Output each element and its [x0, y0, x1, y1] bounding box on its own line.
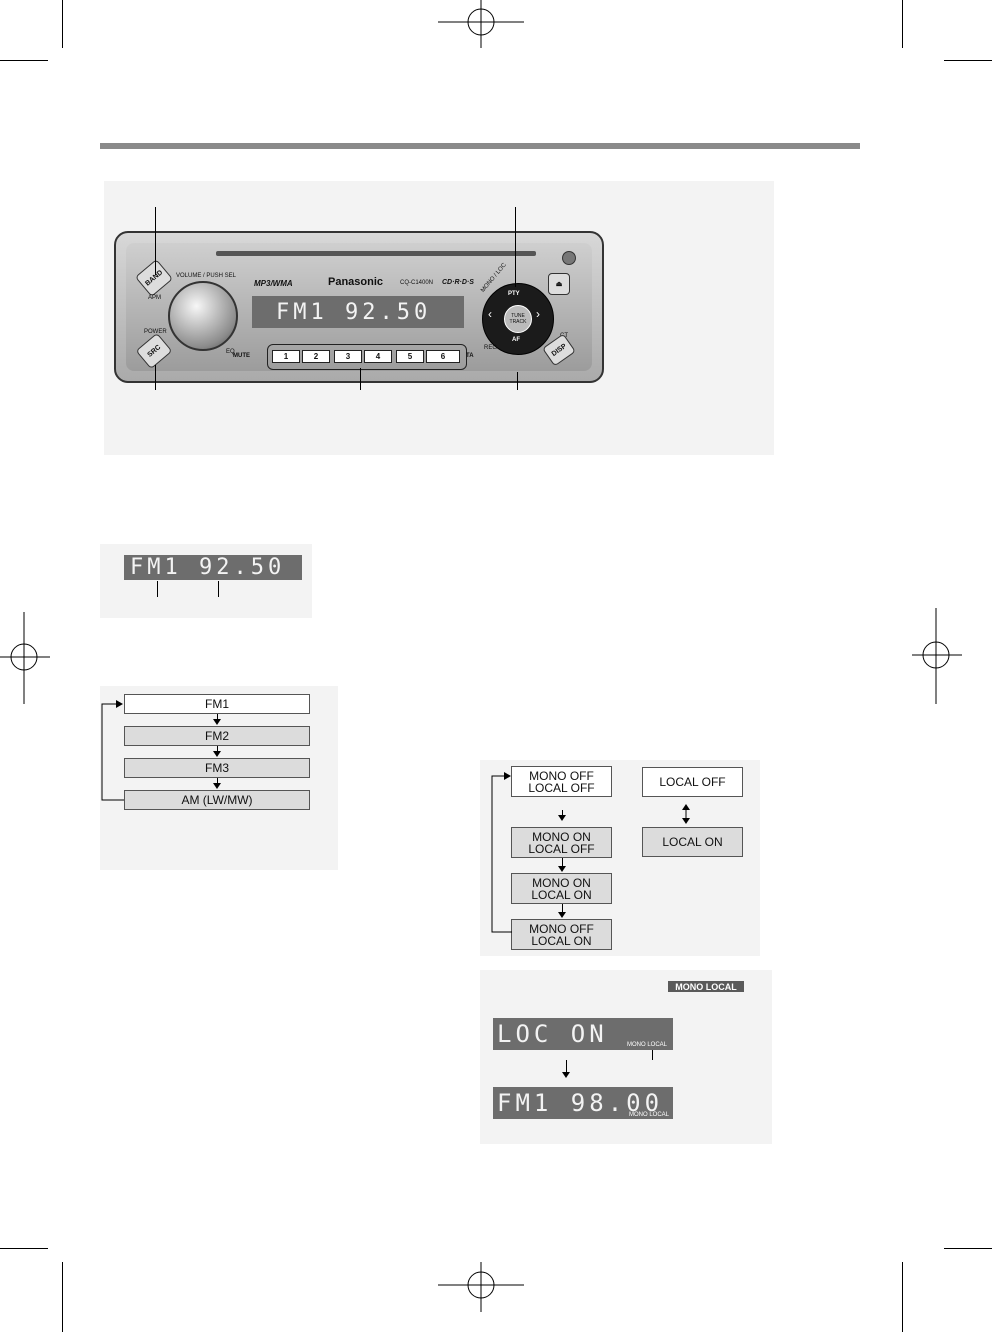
local-on-state: LOCAL ON: [642, 827, 743, 857]
cd-slot: [216, 251, 536, 256]
tune-right-icon[interactable]: ›: [536, 307, 540, 321]
radio-display: FM1 92.50: [252, 296, 464, 328]
callout-line: [155, 207, 156, 275]
mp3-wma-logo: MP3/WMA: [254, 279, 293, 288]
header-rule: [100, 143, 860, 149]
preset-button-5[interactable]: 5: [396, 350, 424, 363]
src-button-label: SRC: [146, 343, 162, 359]
mono-loop-arrow: [491, 772, 512, 933]
fm-display-text: FM1 98.00: [497, 1089, 664, 1117]
callout-line: [155, 365, 156, 390]
arrow-line: [562, 904, 563, 912]
band-button-label: BAND: [143, 268, 164, 288]
tune-left-icon[interactable]: ‹: [488, 307, 492, 321]
model-number: CQ-C1400N: [400, 280, 434, 286]
band-fm3: FM3: [124, 758, 310, 778]
crop-mark: [944, 1248, 992, 1249]
registration-mark: [438, 0, 524, 48]
fm-display: FM1 98.00 MONO LOCAL: [493, 1087, 673, 1119]
radio-faceplate: BAND APM POWER SRC VOLUME / PUSH SEL EQ …: [114, 231, 604, 383]
tune-track-label: TUNE TRACK: [509, 313, 527, 325]
preset-button-1[interactable]: 1: [272, 350, 300, 363]
eject-icon: ⏏: [555, 281, 563, 288]
arrow-down-icon: [213, 783, 221, 789]
crop-mark: [902, 0, 903, 48]
preset-button-4[interactable]: 4: [364, 350, 392, 363]
arrow-down-icon: [213, 751, 221, 757]
callout-line: [157, 581, 158, 597]
callout-line: [517, 372, 518, 390]
registration-mark: [0, 612, 50, 704]
arrow-down-icon: [558, 912, 566, 918]
arrow-line: [566, 1060, 567, 1072]
reg-label: REG: [484, 345, 498, 351]
callout-line: [360, 368, 361, 390]
local-off-state: LOCAL OFF: [642, 767, 743, 797]
preset-buttons-group: [267, 344, 467, 370]
band-fm2: FM2: [124, 726, 310, 746]
eq-label: EQ: [226, 349, 235, 355]
radio-display-text: FM1 92.50: [276, 299, 432, 325]
release-button[interactable]: [562, 251, 576, 265]
callout-line: [652, 1050, 653, 1060]
registration-mark: [438, 1262, 524, 1312]
disp-button-label: DISP: [550, 342, 568, 358]
arrow-down-icon: [562, 1072, 570, 1078]
arrow-line: [217, 746, 218, 752]
mute-label: MUTE: [233, 353, 250, 359]
crop-mark: [62, 1262, 63, 1332]
crop-mark: [944, 60, 992, 61]
freq-display-text: FM1 92.50: [130, 555, 286, 580]
arrow-line: [217, 778, 218, 784]
preset-button-3[interactable]: 3: [334, 350, 362, 363]
brand-logo: Panasonic: [328, 276, 384, 288]
crop-mark: [902, 1262, 903, 1332]
power-label: POWER: [144, 329, 167, 335]
preset-button-6[interactable]: 6: [426, 350, 460, 363]
loc-on-indicator: MONO LOCAL: [627, 1042, 668, 1048]
fm-display-indicator: MONO LOCAL: [629, 1112, 670, 1118]
apm-label: APM: [148, 295, 162, 301]
arrow-line: [562, 810, 563, 816]
arrow-line: [562, 858, 563, 866]
arrow-line: [217, 714, 218, 720]
volume-knob[interactable]: [168, 281, 238, 351]
tune-track-button[interactable]: TUNE TRACK: [504, 305, 532, 333]
preset-button-2[interactable]: 2: [302, 350, 330, 363]
arrow-down-icon: [213, 719, 221, 725]
band-fm1: FM1: [124, 694, 310, 714]
loc-on-text: LOC ON: [497, 1020, 608, 1048]
pty-button[interactable]: PTY: [508, 291, 520, 297]
arrow-down-icon: [558, 815, 566, 821]
toggle-arrow-icon: [682, 804, 690, 824]
crop-mark: [62, 0, 63, 48]
callout-line: [515, 207, 516, 287]
af-button[interactable]: AF: [512, 337, 520, 343]
volume-label: VOLUME / PUSH SEL: [176, 273, 237, 279]
ta-label: TA: [466, 353, 474, 359]
eject-button[interactable]: ⏏: [548, 273, 570, 295]
loc-on-display: LOC ON MONO LOCAL: [493, 1018, 673, 1050]
band-am: AM (LW/MW): [124, 790, 310, 810]
band-cycle-panel: [100, 686, 338, 870]
crop-mark: [0, 60, 48, 61]
registration-mark: [912, 608, 962, 704]
freq-display: FM1 92.50: [124, 555, 302, 580]
rds-logo: CD·R·D·S: [442, 279, 474, 286]
callout-line: [218, 581, 219, 597]
mono-local-badge: MONO LOCAL: [668, 981, 744, 992]
crop-mark: [0, 1248, 48, 1249]
arrow-down-icon: [558, 866, 566, 872]
band-loop-arrow: [101, 700, 124, 801]
